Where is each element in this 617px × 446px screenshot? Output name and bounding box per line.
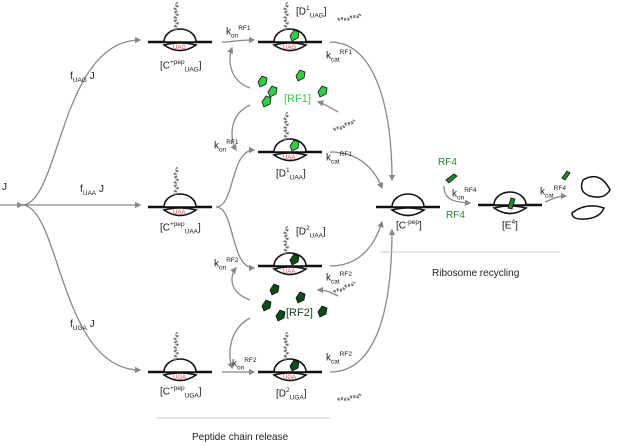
codon-uaa-d2: UAA bbox=[283, 269, 296, 275]
label-d2-uga: [D2UGA] bbox=[276, 387, 307, 402]
split-subunits bbox=[571, 175, 611, 220]
rf1-return-arrow bbox=[316, 100, 339, 113]
section-peptide-chain-release: Peptide chain release bbox=[192, 432, 289, 443]
rate-kon-rf2-uaa: konRF2 bbox=[214, 257, 239, 272]
rf2-return-arrow bbox=[316, 286, 339, 297]
arrow-rf4-bind bbox=[443, 185, 472, 206]
rate-kcat-rf1-uaa: kcatRF1 bbox=[326, 151, 352, 166]
rf2-pool-label: [RF2] bbox=[286, 307, 313, 319]
arrow-d1uaa-cat bbox=[329, 151, 384, 190]
rf2-bind-uaa bbox=[230, 267, 251, 301]
rf1-bind-uag bbox=[227, 46, 251, 89]
arrow-d2uaa-cat bbox=[329, 220, 384, 267]
codon-uga-d2: UGA bbox=[283, 375, 297, 381]
rate-kon-rf1-uaa: konRF1 bbox=[214, 139, 239, 154]
arrow-recycle bbox=[544, 192, 568, 203]
complex-e4 bbox=[478, 191, 542, 215]
rate-kcat-rf2-uaa: kcatRF2 bbox=[326, 271, 352, 286]
rate-kon-rf2-uga: konRF2 bbox=[232, 357, 257, 372]
complex-c-uaa bbox=[148, 166, 212, 217]
rf4-label-top: RF4 bbox=[438, 157, 457, 168]
codon-uag-d1: UAG bbox=[283, 45, 297, 51]
label-c-uaa: [C+pepUAA] bbox=[160, 221, 201, 236]
label-d2-uaa: [D2UAA] bbox=[296, 225, 326, 240]
rate-kcat-rf2-uga: kcatRF2 bbox=[326, 351, 352, 366]
complex-d2-uaa bbox=[258, 225, 322, 276]
label-c-uag: [C+pepUAG] bbox=[160, 59, 202, 74]
complex-d2-uga bbox=[258, 331, 322, 382]
rf4-free-shapes bbox=[445, 170, 571, 184]
complex-c-uag bbox=[148, 1, 212, 52]
arrow-uag-to-d1 bbox=[221, 36, 256, 44]
label-c-minus-pep: [C-pep] bbox=[396, 219, 422, 232]
label-c-uga: [C+pepUGA] bbox=[160, 385, 202, 400]
label-e4: [E4] bbox=[502, 219, 518, 232]
released-peptides bbox=[332, 13, 362, 402]
rate-kon-rf1-uag: konRF1 bbox=[226, 25, 251, 40]
rate-kcat-rf1-uag: kcatRF1 bbox=[326, 49, 352, 64]
arrow-to-uga bbox=[21, 204, 142, 374]
rf4-label-bottom: RF4 bbox=[446, 210, 465, 221]
codon-uaa-d1: UAA bbox=[283, 155, 296, 161]
label-d1-uaa: [D1UAA] bbox=[276, 167, 306, 182]
codon-uag: UAG bbox=[173, 45, 187, 51]
flux-uaa-label: fUAA J bbox=[80, 184, 104, 197]
complex-c-uga bbox=[148, 331, 212, 382]
flux-uag-label: fUAG J bbox=[70, 71, 95, 84]
rate-kon-rf4: konRF4 bbox=[452, 187, 477, 202]
arrow-uaa-to-d1 bbox=[215, 146, 256, 208]
section-ribosome-recycling: Ribosome recycling bbox=[432, 268, 520, 279]
codon-uga: UGA bbox=[173, 375, 187, 381]
flux-uga-label: fUGA J bbox=[70, 319, 95, 332]
rf2-bind-uga bbox=[227, 317, 251, 370]
arrow-uaa-to-d2 bbox=[215, 206, 256, 272]
arrow-d2uga-cat bbox=[329, 228, 396, 373]
codon-uaa: UAA bbox=[173, 210, 186, 216]
rate-kcat-rf4: kcatRF4 bbox=[540, 185, 566, 200]
label-d1-uag: [D1UAG] bbox=[296, 5, 327, 20]
arrow-d1uag-cat bbox=[329, 41, 396, 182]
rf1-pool-label: [RF1] bbox=[284, 93, 311, 105]
complex-d1-uaa bbox=[258, 111, 322, 162]
input-flux-label: J bbox=[2, 182, 7, 193]
rf1-bind-uaa bbox=[230, 104, 251, 152]
complex-c-minus-pep bbox=[376, 193, 440, 217]
arrow-to-uag bbox=[21, 36, 142, 206]
complex-d1-uag bbox=[258, 1, 322, 52]
